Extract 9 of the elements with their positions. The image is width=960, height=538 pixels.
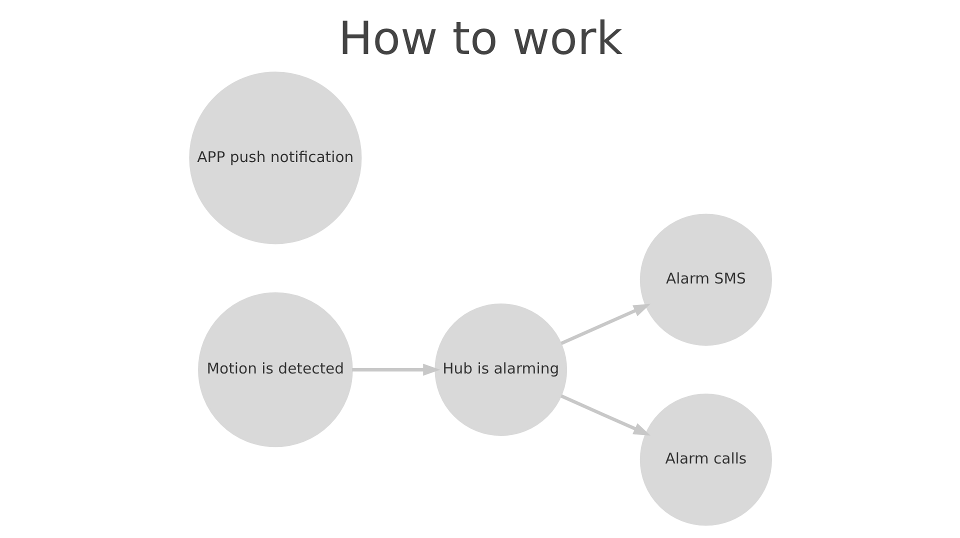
- node-circle: Alarm calls: [639, 394, 772, 526]
- arrow: [560, 304, 650, 346]
- arrow: [352, 364, 440, 376]
- arrow: [560, 394, 650, 436]
- node-circle: Alarm SMS: [639, 214, 772, 346]
- node-circle: Hub is alarming: [434, 304, 567, 436]
- node-circle: APP push notification: [188, 72, 362, 244]
- diagram-title: How to work: [338, 12, 622, 65]
- node-circle: Motion is detected: [198, 292, 352, 448]
